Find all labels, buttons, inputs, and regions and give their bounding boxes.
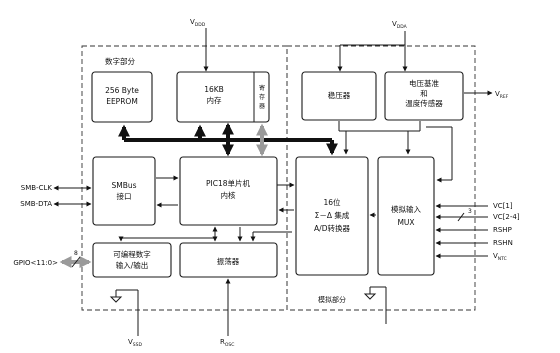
ram-block: 16KB 内存 寄 存 器 [176,71,270,123]
svg-text:内存: 内存 [207,95,222,105]
svg-text:输入/输出: 输入/输出 [116,260,149,270]
smbus-block: SMBus 接口 [92,156,156,226]
oscillator-block: 振荡器 [179,242,278,278]
vc-width-label: 3 [468,208,472,215]
register-label: 寄 [259,84,265,92]
svg-text:内核: 内核 [221,190,236,200]
gpio-width-label: 8 [74,250,78,257]
svg-text:256 Byte: 256 Byte [105,86,139,95]
svg-text:模拟输入: 模拟输入 [391,204,421,214]
vntc-label: VNTC [493,252,507,262]
svg-text:和: 和 [420,89,428,98]
ground-symbol-digital [109,296,123,303]
svg-text:16位: 16位 [323,197,341,207]
svg-text:存: 存 [259,93,265,101]
svg-text:MUX: MUX [397,218,414,227]
smb-dta-label: SMB-DTA [20,200,52,208]
vc2-4-label: VC[2-4] [493,213,520,221]
svg-text:A/D转换器: A/D转换器 [314,223,350,233]
svg-text:可编程数字: 可编程数字 [113,249,151,259]
vref-temp-block: 电压基准 和 温度传感器 [384,71,464,121]
eeprom-block: 256 Byte EEPROM [91,71,153,123]
rshp-label: RSHP [493,226,512,234]
svg-text:稳压器: 稳压器 [328,90,351,100]
svg-text:PIC18单片机: PIC18单片机 [206,178,251,188]
ground-symbol-analog [363,293,377,300]
gpio-port-label: GPIO<11:0> [13,259,58,267]
svg-text:振荡器: 振荡器 [217,256,240,266]
vss-digital-label: VSSD [128,338,143,348]
adc-block: 16位 Σ－Δ 集成 A/D转换器 [295,156,369,276]
mcu-block: PIC18单片机 内核 [179,156,278,226]
smb-clk-label: SMB-CLK [21,184,53,192]
vref-out-label: VREF [495,90,509,100]
rosc-label: ROSC [220,338,234,348]
rshn-label: RSHN [493,239,513,247]
vdd-analog-label: VDDA [392,20,408,30]
gpio-block: 可编程数字 输入/输出 [92,242,172,278]
regulator-block: 稳压器 [301,71,377,121]
mux-block: 模拟输入 MUX [377,156,435,276]
vc1-label: VC[1] [493,202,513,210]
data-bus [118,122,338,157]
svg-text:EEPROM: EEPROM [106,97,138,106]
analog-section-label: 模拟部分 [318,295,346,304]
svg-text:16KB: 16KB [204,85,224,94]
svg-text:温度传感器: 温度传感器 [405,98,443,108]
svg-text:SMBus: SMBus [111,181,136,190]
digital-section-label: 数字部分 [105,56,135,66]
svg-text:接口: 接口 [117,191,132,201]
svg-text:Σ－Δ 集成: Σ－Δ 集成 [315,210,350,220]
svg-text:电压基准: 电压基准 [409,78,439,88]
analog-region [286,45,476,311]
svg-text:器: 器 [259,103,265,110]
vdd-main-label: VDDD [190,18,206,28]
